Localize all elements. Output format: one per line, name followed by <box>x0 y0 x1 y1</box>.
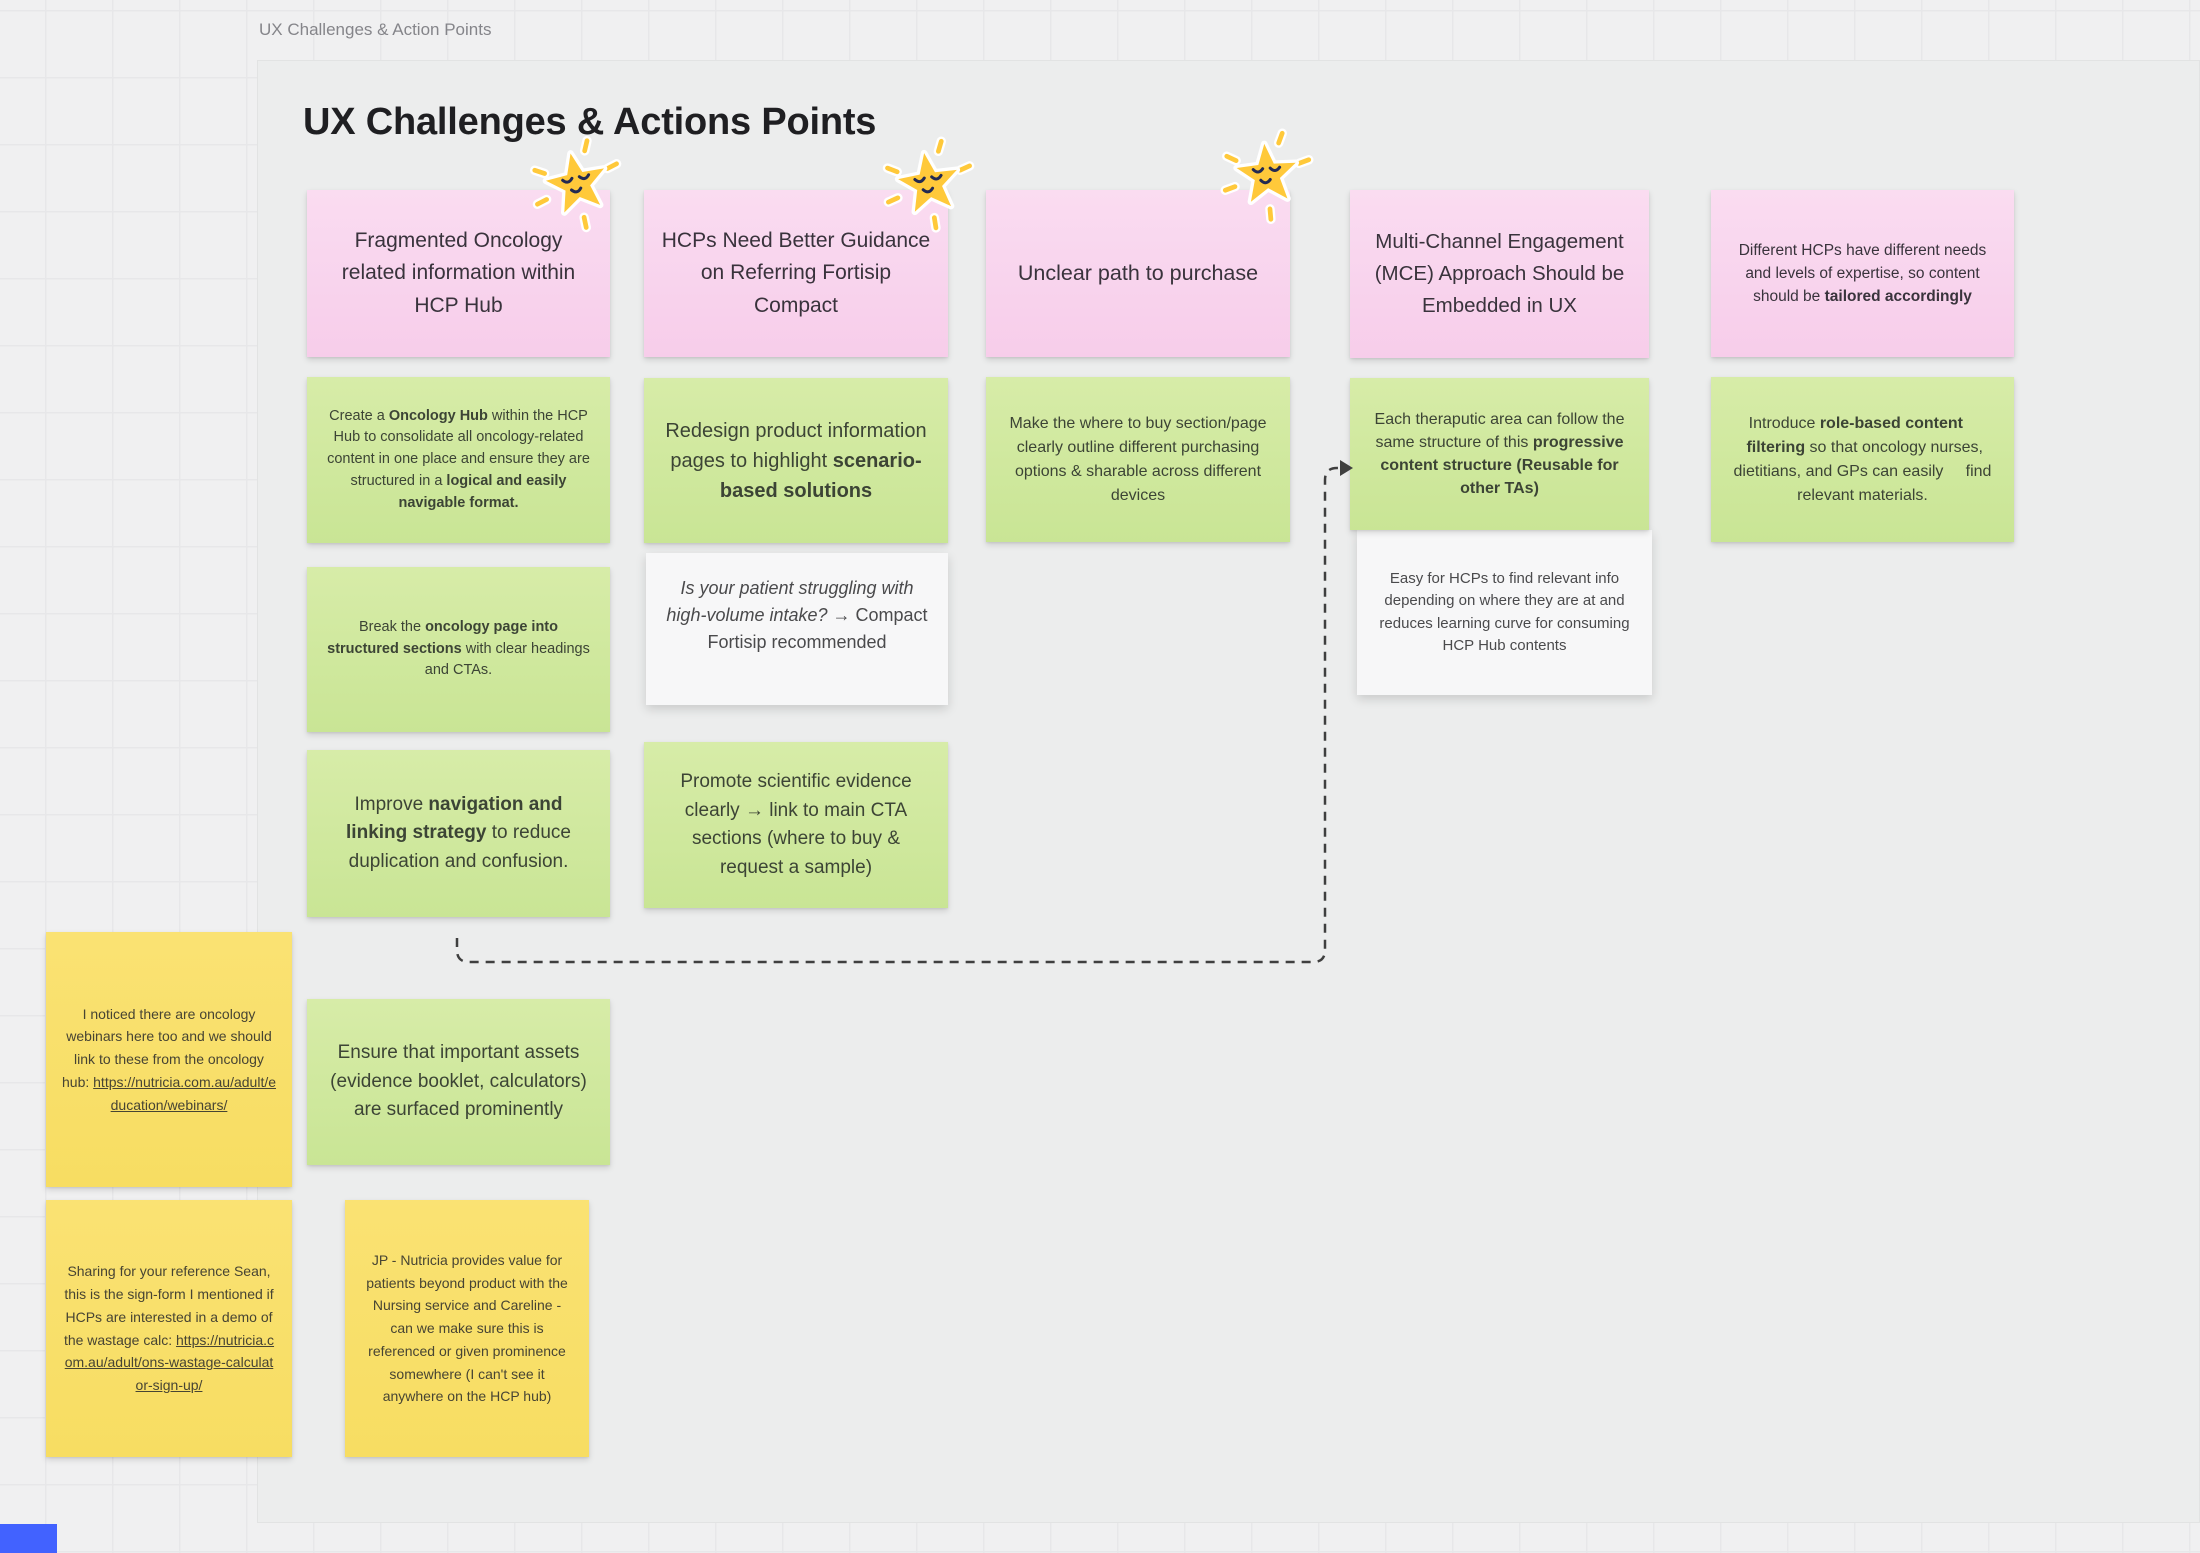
note-text: Ensure that important assets (evidence b… <box>323 1039 594 1125</box>
text-run: filtering <box>1746 438 1806 456</box>
text-run: Multi-Channel Engagement (MCE) Approach … <box>1374 230 1625 317</box>
note-tailored-content[interactable]: Different HCPs have different needs and … <box>1711 190 2014 357</box>
note-text: Introduce role-based content filtering s… <box>1727 412 1998 508</box>
note-unclear-path[interactable]: Unclear path to purchase <box>986 190 1290 357</box>
note-mce-approach[interactable]: Multi-Channel Engagement (MCE) Approach … <box>1350 190 1649 358</box>
text-run: I noticed there are oncology webinars he… <box>62 1005 272 1090</box>
note-patient-struggling[interactable]: Is your patient struggling with high-vol… <box>646 553 948 705</box>
text-run: Redesign product information pages to hi… <box>665 419 927 472</box>
text-run: HCPs Need Better Guidance on Referring F… <box>661 228 931 317</box>
note-text: Promote scientific evidence clearly → li… <box>660 768 932 882</box>
note-text: Fragmented Oncology related information … <box>323 225 594 323</box>
note-oncology-webinars[interactable]: I noticed there are oncology webinars he… <box>46 932 292 1187</box>
text-run: Ensure that important assets (evidence b… <box>330 1042 587 1121</box>
note-text: Is your patient struggling with high-vol… <box>662 575 932 656</box>
text-run: Each theraputic area can follow the same… <box>1374 410 1625 451</box>
note-text: Create a Oncology Hub within the HCP Hub… <box>323 406 594 515</box>
note-text: Break the oncology page into structured … <box>323 617 594 682</box>
star-sticker-3[interactable] <box>1211 119 1324 232</box>
note-text: Redesign product information pages to hi… <box>660 416 932 506</box>
sleepy-face-star-icon <box>882 136 975 233</box>
note-text: Easy for HCPs to find relevant info depe… <box>1373 568 1636 658</box>
text-run: Sharing for your reference Sean, this is… <box>63 1263 274 1348</box>
note-redesign-product-pages[interactable]: Redesign product information pages to hi… <box>644 378 948 543</box>
note-text: Sharing for your reference Sean, this is… <box>62 1260 276 1396</box>
note-hcps-guidance[interactable]: HCPs Need Better Guidance on Referring F… <box>644 190 948 357</box>
note-fragmented-oncology[interactable]: Fragmented Oncology related information … <box>307 190 610 357</box>
note-ensure-assets[interactable]: Ensure that important assets (evidence b… <box>307 999 610 1165</box>
text-run: Introduce <box>1748 414 1820 432</box>
note-text: JP - Nutricia provides value for patient… <box>361 1249 573 1408</box>
star-sticker-2[interactable] <box>870 125 989 244</box>
text-run: Oncology Hub <box>388 407 488 424</box>
blue-canvas-fragment <box>0 1524 57 1553</box>
note-text: Each theraputic area can follow the same… <box>1366 408 1633 501</box>
text-run: tailored accordingly <box>1824 288 1972 306</box>
note-text: HCPs Need Better Guidance on Referring F… <box>660 225 932 323</box>
note-where-to-buy[interactable]: Make the where to buy section/page clear… <box>986 377 1290 542</box>
note-text: Make the where to buy section/page clear… <box>1002 412 1274 508</box>
text-run: so that oncology nurses, dietitians, and… <box>1733 438 1992 504</box>
text-run: Promote scientific evidence clearly → li… <box>680 771 912 878</box>
webinars-link[interactable]: https://nutricia.com.au/adult/education/… <box>93 1073 277 1113</box>
sleepy-face-star-icon <box>1220 128 1314 224</box>
note-text: Different HCPs have different needs and … <box>1727 239 1998 309</box>
note-text: Improve navigation and linking strategy … <box>323 791 594 877</box>
text-run: within the HCP Hub to consolidate all on… <box>327 407 590 489</box>
text-run: Break the <box>358 618 426 635</box>
note-wastage-calc[interactable]: Sharing for your reference Sean, this is… <box>46 1200 292 1457</box>
note-improve-navigation[interactable]: Improve navigation and linking strategy … <box>307 750 610 917</box>
text-run: Make the where to buy section/page clear… <box>1009 414 1267 504</box>
note-role-based-filtering[interactable]: Introduce role-based content filtering s… <box>1711 377 2014 542</box>
note-easy-for-hcps[interactable]: Easy for HCPs to find relevant info depe… <box>1357 530 1652 695</box>
text-run: progressive content structure (Reusable … <box>1380 433 1624 498</box>
board-title[interactable]: UX Challenges & Actions Points <box>303 101 877 143</box>
note-text: Multi-Channel Engagement (MCE) Approach … <box>1366 226 1633 321</box>
note-therapeutic-structure[interactable]: Each theraputic area can follow the same… <box>1350 378 1649 530</box>
note-text: Unclear path to purchase <box>1002 257 1274 290</box>
text-run: Improve <box>354 793 429 815</box>
wastage-calculator-link[interactable]: https://nutricia.com.au/adult/ons-wastag… <box>64 1331 275 1393</box>
text-run: Easy for HCPs to find relevant info depe… <box>1379 569 1630 655</box>
note-create-oncology-hub[interactable]: Create a Oncology Hub within the HCP Hub… <box>307 377 610 543</box>
text-run: Create a <box>329 407 389 424</box>
text-run: Fragmented Oncology related information … <box>341 228 576 317</box>
note-break-oncology-page[interactable]: Break the oncology page into structured … <box>307 567 610 732</box>
text-run: JP - Nutricia provides value for patient… <box>366 1252 568 1405</box>
star-sticker-1[interactable] <box>515 122 638 245</box>
note-text: I noticed there are oncology webinars he… <box>62 1003 276 1116</box>
note-promote-evidence[interactable]: Promote scientific evidence clearly → li… <box>644 742 948 908</box>
text-run: Different HCPs have different needs and … <box>1738 241 1987 306</box>
frame-title-label[interactable]: UX Challenges & Action Points <box>259 20 492 39</box>
note-jp-nutricia[interactable]: JP - Nutricia provides value for patient… <box>345 1200 589 1457</box>
text-run: Unclear path to purchase <box>1017 260 1259 285</box>
sleepy-face-star-icon <box>530 135 622 233</box>
text-run: role-based content <box>1819 414 1963 432</box>
